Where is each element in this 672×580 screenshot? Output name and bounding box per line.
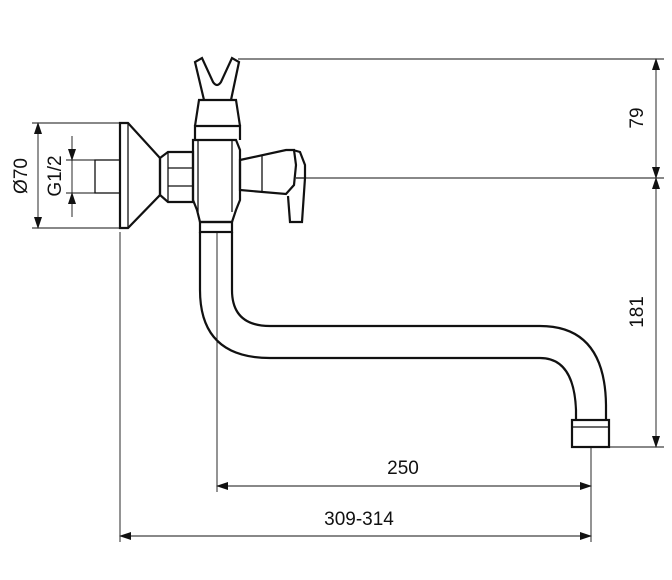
dim-total-reach: 309-314 xyxy=(324,509,394,530)
lever-handle xyxy=(238,148,298,196)
shower-holder-base xyxy=(193,124,242,140)
dim-spout-reach: 250 xyxy=(387,458,419,479)
dim-rosette-diameter: Ø70 xyxy=(11,158,32,194)
dim-thread-size: G1/2 xyxy=(45,155,66,196)
spout-collar xyxy=(198,220,234,234)
shower-holder-clip xyxy=(193,56,241,101)
thread-connector xyxy=(94,159,121,194)
hex-nut xyxy=(158,150,195,204)
faucet-outline xyxy=(94,56,611,449)
valve-body xyxy=(191,138,242,224)
wall-rosette xyxy=(118,121,162,230)
dim-height-top: 79 xyxy=(627,107,648,128)
spout-outer xyxy=(198,232,578,420)
dimension-lines xyxy=(34,58,660,540)
spout-inner xyxy=(230,232,608,420)
dimension-labels: 79 181 250 309-314 Ø70 G1/2 xyxy=(11,107,648,530)
extension-lines xyxy=(32,58,664,542)
aerator xyxy=(570,418,611,449)
dim-height-bottom: 181 xyxy=(627,296,648,328)
